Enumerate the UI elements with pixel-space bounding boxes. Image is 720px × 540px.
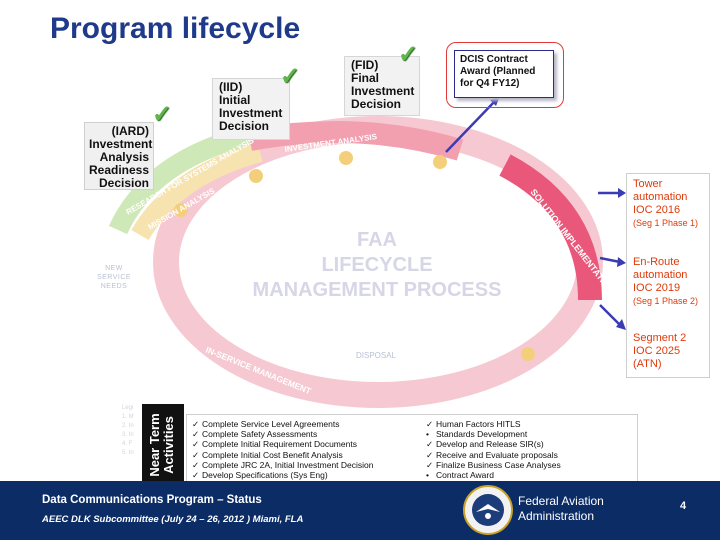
mission-analysis-arc bbox=[131, 142, 263, 241]
faa-seal-icon bbox=[463, 485, 513, 535]
list-item: ✓Receive and Evaluate proposals bbox=[426, 449, 558, 460]
list-item: ✓Complete Initial Cost Benefit Analysis bbox=[192, 449, 343, 460]
list-item: ✓Develop and Release SIR(s) bbox=[426, 439, 544, 450]
list-item: ✓Human Factors HITLS bbox=[426, 419, 521, 429]
list-item: ✓Complete Safety Assessments bbox=[192, 429, 318, 440]
in-service-label: IN-SERVICE MANAGEMENT bbox=[204, 345, 313, 397]
fid-decision-box: (FID) Final Investment Decision bbox=[344, 56, 420, 116]
iid-decision-box: (IID) Initial Investment Decision bbox=[212, 78, 290, 140]
list-item: ✓Develop Specifications (Sys Eng) bbox=[192, 470, 328, 481]
dcis-arrow bbox=[445, 99, 497, 153]
milestone-segment2: Segment 2 IOC 2025 (ATN) bbox=[633, 332, 687, 370]
footer-subtitle: AEEC DLK Subcommittee (July 24 – 26, 201… bbox=[42, 514, 304, 525]
phase-circle-4 bbox=[433, 155, 447, 169]
milestone-enroute: En-Route automation IOC 2019 (Seg 1 Phas… bbox=[633, 256, 699, 306]
phase-circle-3 bbox=[339, 151, 353, 165]
center-line-2: LIFECYCLE bbox=[321, 254, 433, 276]
segment2-arrowhead bbox=[616, 319, 626, 330]
fid-check-icon: ✓ bbox=[398, 41, 419, 68]
iid-check-icon: ✓ bbox=[280, 63, 301, 90]
footer-bar bbox=[0, 481, 720, 540]
activities-panel bbox=[186, 414, 638, 484]
list-item: ✓Finalize Business Case Analyses bbox=[426, 459, 561, 470]
disposal-label: DISPOSAL bbox=[356, 351, 397, 360]
list-item: ✓Complete Initial Requirement Documents bbox=[192, 439, 357, 450]
page-number: 4 bbox=[680, 500, 687, 512]
tower-arrowhead bbox=[618, 188, 626, 198]
list-item: •Contract Award bbox=[426, 470, 494, 481]
enroute-arrow bbox=[599, 256, 621, 264]
page-title: Program lifecycle bbox=[50, 12, 301, 45]
near-term-label: Near Term Activities bbox=[147, 413, 176, 477]
activities-right-list: ✓Human Factors HITLS •Standards Developm… bbox=[426, 419, 561, 480]
milestones-panel: Tower automation IOC 2016 (Seg 1 Phase 1… bbox=[626, 173, 710, 378]
near-term-label-box bbox=[142, 404, 184, 484]
enroute-arrowhead bbox=[617, 257, 626, 267]
agency-name: Federal Aviation Administration bbox=[518, 494, 604, 523]
solution-implementation-arc bbox=[499, 154, 602, 301]
phase-circle-2 bbox=[249, 169, 263, 183]
iard-check-icon: ✓ bbox=[152, 101, 173, 128]
phase-circle-5 bbox=[521, 347, 535, 361]
list-item: ✓Complete Service Level Agreements bbox=[192, 419, 340, 429]
center-line-1: FAA bbox=[357, 229, 397, 251]
research-arc bbox=[108, 125, 253, 235]
activities-left-list: ✓Complete Service Level Agreements ✓Comp… bbox=[192, 419, 374, 480]
iard-decision-box: (IARD) Investment Analysis Readiness Dec… bbox=[84, 122, 154, 190]
segment2-arrow bbox=[599, 304, 621, 326]
new-service-needs-label: NEW SERVICE NEEDS bbox=[96, 265, 132, 290]
list-item: •Standards Development bbox=[426, 429, 528, 440]
phase-circle-1 bbox=[174, 203, 188, 217]
list-item: ✓Complete JRC 2A, Initial Investment Dec… bbox=[192, 459, 374, 470]
center-line-3: MANAGEMENT PROCESS bbox=[252, 279, 502, 301]
dcis-arrowhead bbox=[490, 96, 500, 106]
milestone-tower: Tower automation IOC 2016 (Seg 1 Phase 1… bbox=[633, 178, 699, 228]
dcis-highlight-frame bbox=[446, 42, 564, 108]
lifecycle-center-text: FAA LIFECYCLE MANAGEMENT PROCESS bbox=[220, 228, 534, 303]
dcis-contract-box: DCIS Contract Award (Planned for Q4 FY12… bbox=[454, 50, 554, 98]
footer-title: Data Communications Program – Status bbox=[42, 494, 262, 506]
